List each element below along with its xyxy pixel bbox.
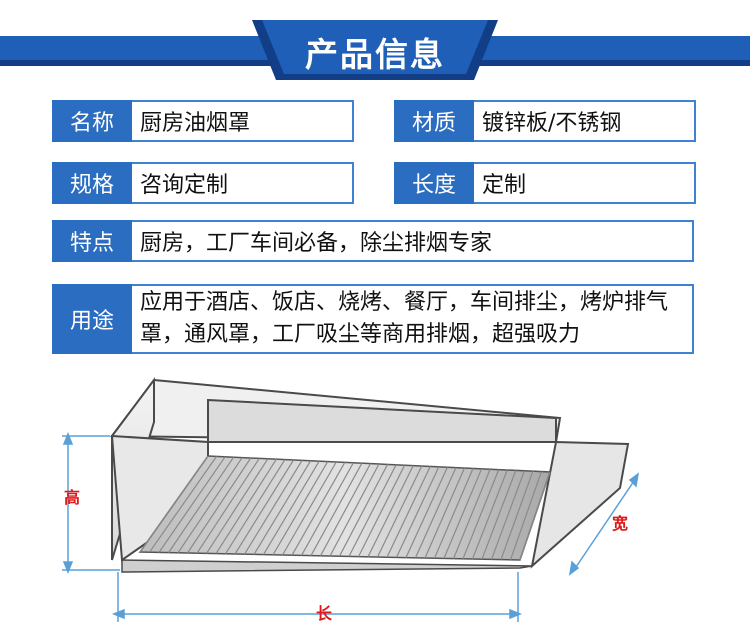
usage-value: 应用于酒店、饭店、烧烤、餐厅，车间排尘，烤炉排气罩，通风罩，工厂吸尘等商用排烟，… bbox=[132, 284, 694, 354]
length-dimension-label: 长 bbox=[316, 604, 333, 623]
filter-slat bbox=[187, 457, 252, 554]
filter-slat bbox=[376, 465, 423, 558]
filter-slat bbox=[424, 467, 466, 559]
filter-slat bbox=[367, 465, 414, 558]
filter-slat bbox=[215, 458, 277, 554]
filter-slat bbox=[338, 464, 389, 557]
filter-slat bbox=[405, 466, 448, 558]
width-dimension-label: 宽 bbox=[612, 514, 629, 533]
filter-slat bbox=[452, 468, 491, 559]
filter-slat bbox=[243, 460, 303, 555]
feature-label: 特点 bbox=[52, 220, 132, 262]
filter-slat bbox=[348, 464, 397, 557]
filter-slat bbox=[310, 462, 363, 556]
filter-slat bbox=[224, 459, 286, 555]
spec-value: 咨询定制 bbox=[132, 162, 354, 204]
name-label: 名称 bbox=[52, 100, 132, 142]
filter-slat bbox=[196, 458, 260, 554]
material-value: 镀锌板/不锈钢 bbox=[474, 100, 696, 142]
filter-slat bbox=[291, 462, 346, 556]
info-row-material: 材质 镀锌板/不锈钢 bbox=[394, 100, 696, 142]
filter-slat bbox=[395, 466, 440, 558]
filter-slat bbox=[149, 456, 218, 553]
info-row-name: 名称 厨房油烟罩 bbox=[52, 100, 354, 142]
filter-slat bbox=[158, 456, 226, 553]
range-hood-illustration bbox=[62, 377, 640, 622]
feature-value: 厨房，工厂车间必备，除尘排烟专家 bbox=[132, 220, 694, 262]
filter-slat bbox=[168, 456, 235, 553]
filter-slat bbox=[272, 461, 329, 556]
filter-slat bbox=[509, 471, 543, 560]
filter-slat bbox=[462, 469, 500, 560]
filter-slat bbox=[300, 462, 354, 556]
header-banner: 产品信息 bbox=[0, 20, 750, 80]
name-value: 厨房油烟罩 bbox=[132, 100, 354, 142]
range-hood-drawing: 高 宽 长 bbox=[0, 360, 750, 640]
filter-slat bbox=[319, 463, 371, 557]
filter-slat bbox=[205, 458, 269, 554]
filter-slat bbox=[500, 470, 534, 560]
filter-slat bbox=[139, 455, 209, 553]
filter-slat bbox=[433, 468, 474, 559]
material-label: 材质 bbox=[394, 100, 474, 142]
info-row-spec: 规格 咨询定制 bbox=[52, 162, 354, 204]
filter-slat bbox=[357, 464, 406, 557]
filter-slat bbox=[329, 463, 380, 557]
usage-label: 用途 bbox=[52, 284, 132, 354]
filter-slat bbox=[414, 467, 457, 559]
filter-slat bbox=[519, 471, 551, 561]
filter-slat bbox=[481, 470, 517, 560]
info-row-length: 长度 定制 bbox=[394, 162, 696, 204]
filter-slat bbox=[177, 457, 243, 554]
info-row-feature: 特点 厨房，工厂车间必备，除尘排烟专家 bbox=[52, 220, 694, 262]
filter-slat bbox=[262, 460, 320, 555]
page-title: 产品信息 bbox=[305, 35, 445, 74]
filter-slat bbox=[253, 460, 312, 555]
banner-badge-shape bbox=[252, 20, 498, 80]
height-dimension-label: 高 bbox=[64, 488, 81, 507]
length-value: 定制 bbox=[474, 162, 696, 204]
filter-slat bbox=[386, 466, 431, 558]
filter-slat bbox=[490, 470, 525, 560]
length-label: 长度 bbox=[394, 162, 474, 204]
filter-slat bbox=[234, 459, 295, 555]
filter-slat bbox=[443, 468, 483, 559]
filter-slat bbox=[281, 461, 337, 556]
banner-title-badge: 产品信息 bbox=[252, 20, 498, 80]
spec-label: 规格 bbox=[52, 162, 132, 204]
filter-slat bbox=[471, 469, 508, 560]
info-row-usage: 用途 应用于酒店、饭店、烧烤、餐厅，车间排尘，烤炉排气罩，通风罩，工厂吸尘等商用… bbox=[52, 284, 694, 354]
